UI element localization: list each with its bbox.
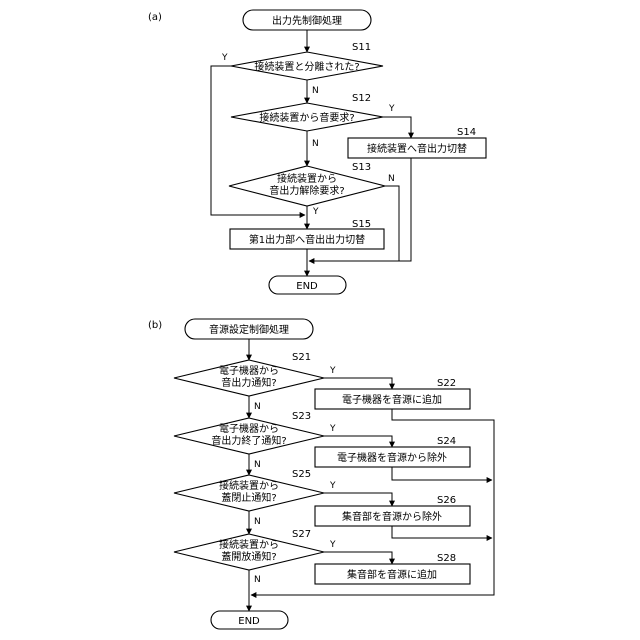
b-s27-line1: 接続装置から [219,538,279,551]
b-start-terminator: 音源設定制御処理 [185,319,313,339]
b-end-terminator: END [211,611,288,629]
b-s23-no-label: N [254,460,261,470]
a-s14-process: 接続装置へ音出力切替 [348,138,486,158]
b-s24-process: 電子機器を音源から除外 [315,447,470,467]
b-s24-text: 電子機器を音源から除外 [337,451,447,464]
b-s24-step: S24 [437,436,456,447]
a-s12-step: S12 [352,93,371,104]
b-s21-step: S21 [292,352,311,363]
b-end-label: END [238,616,260,627]
a-s11-no-label: N [312,86,319,96]
b-s23-decision: 電子機器から 音出力終了通知? [174,418,324,454]
a-s13-line2: 音出力解除要求? [269,184,344,197]
a-s15-text: 第1出力部へ音出出力切替 [249,233,365,246]
b-s28-text: 集音部を音源に追加 [347,568,437,581]
a-s13-line1: 接続装置から [277,172,337,185]
b-s21-line2: 音出力通知? [221,376,276,389]
b-s21-no-label: N [254,402,261,412]
b-s21-yes-label: Y [329,366,336,376]
b-start-label: 音源設定制御処理 [209,323,289,336]
a-s14-text: 接続装置へ音出力切替 [367,142,467,155]
b-s27-step: S27 [292,529,311,540]
b-s25-line2: 蓋閉止通知? [221,491,276,504]
figure-label-a: (a) [148,12,162,23]
b-s22-step: S22 [437,378,456,389]
b-s21-decision: 電子機器から 音出力通知? [174,360,324,396]
a-s12-text: 接続装置から音要求? [259,111,354,124]
a-s11-text: 接続装置と分離された? [254,60,359,73]
a-end-label: END [296,281,318,292]
a-s11-yes-label: Y [221,53,228,63]
b-s22-process: 電子機器を音源に追加 [315,389,470,409]
a-s12-no-label: N [312,139,319,149]
b-s25-step: S25 [292,469,311,480]
a-end-terminator: END [269,276,346,294]
b-s26-step: S26 [437,495,456,506]
a-s11-step: S11 [352,42,371,53]
b-s26-process: 集音部を音源から除外 [315,506,470,526]
a-s15-step: S15 [352,219,371,230]
a-s13-no-label: N [388,174,395,184]
b-s26-text: 集音部を音源から除外 [342,510,442,523]
a-start-terminator: 出力先制御処理 [243,10,371,30]
b-s28-process: 集音部を音源に追加 [315,564,470,584]
figure-label-b: (b) [148,320,162,331]
b-s23-line2: 音出力終了通知? [211,434,286,447]
b-s27-yes-label: Y [329,540,336,550]
flowchart-b: (b) 音源設定制御処理 電子機器から 音出力通知? S21 電子機器を音源に追… [148,319,494,629]
a-s13-step: S13 [352,162,371,173]
a-s13-yes-label: Y [312,207,319,217]
flowchart-a: (a) 出力先制御処理 接続装置と分離された? S11 接続装置から音要求? S… [148,10,486,294]
a-s11-decision: 接続装置と分離された? [231,52,383,80]
b-s27-line2: 蓋開放通知? [221,550,276,563]
a-s12-decision: 接続装置から音要求? [231,103,383,131]
a-s15-process: 第1出力部へ音出出力切替 [230,229,384,249]
b-s25-line1: 接続装置から [219,479,279,492]
a-s12-yes-label: Y [388,104,395,114]
b-s25-no-label: N [254,517,261,527]
b-s21-line1: 電子機器から [219,364,279,377]
b-s22-text: 電子機器を音源に追加 [342,393,442,406]
b-s23-step: S23 [292,411,311,422]
b-s28-step: S28 [437,553,456,564]
a-s14-step: S14 [457,127,476,138]
b-s25-decision: 接続装置から 蓋閉止通知? [174,475,324,511]
b-s23-line1: 電子機器から [219,422,279,435]
b-s27-no-label: N [254,575,261,585]
b-s23-yes-label: Y [329,424,336,434]
b-s25-yes-label: Y [329,481,336,491]
a-start-label: 出力先制御処理 [272,14,342,27]
